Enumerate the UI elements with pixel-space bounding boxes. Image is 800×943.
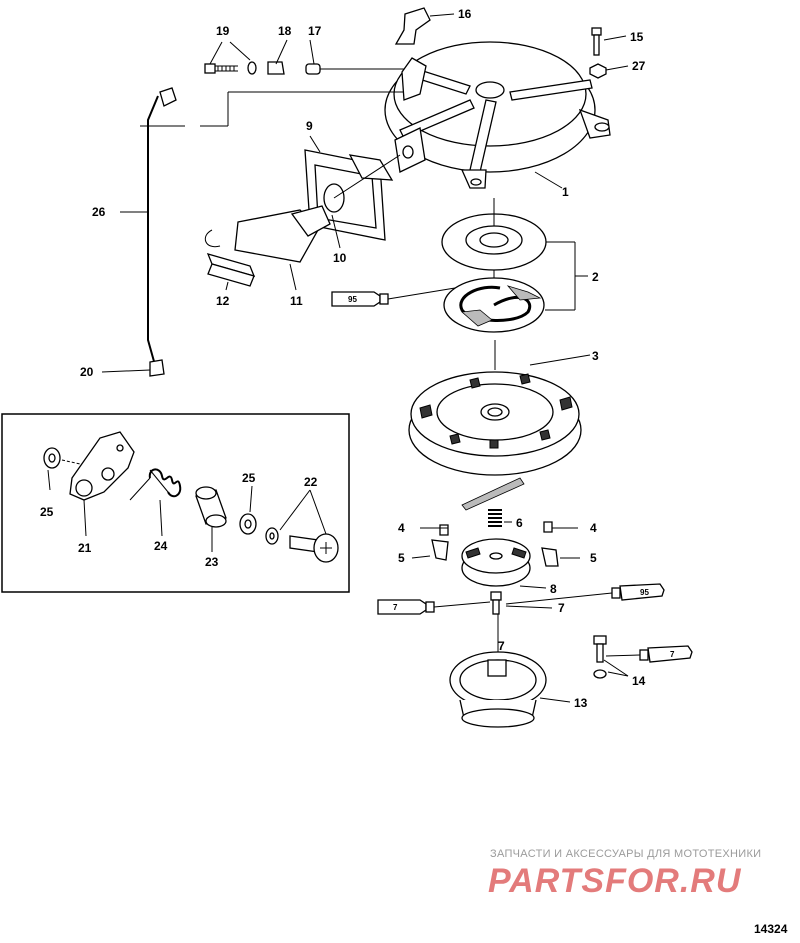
callout-22: 22 [304, 475, 318, 489]
retainer-screw [490, 591, 502, 615]
callout-13: 13 [574, 696, 588, 710]
callout-3: 3 [592, 349, 599, 363]
callout-1: 1 [562, 185, 569, 199]
tube-label: 95 [640, 588, 649, 597]
callout-5-right: 5 [590, 551, 597, 565]
callout-7-tube: 7 [498, 639, 505, 653]
callout-25-right: 25 [242, 471, 256, 485]
bolt-14 [593, 635, 607, 679]
callout-4-right: 4 [590, 521, 597, 535]
callout-23: 23 [205, 555, 219, 569]
callout-5-left: 5 [398, 551, 405, 565]
callout-26: 26 [92, 205, 106, 219]
sleeve-17 [305, 63, 321, 75]
callout-16: 16 [458, 7, 472, 21]
sealant-tube-7-right: 7 [639, 645, 693, 663]
starter-housing [384, 41, 611, 189]
pawl-left [431, 539, 449, 561]
callout-4-left: 4 [398, 521, 405, 535]
link-rod [140, 87, 404, 377]
pawl-spring-right [543, 521, 553, 533]
torsion-spring-24 [129, 468, 182, 501]
handle-insert [206, 253, 256, 287]
starter-cup [449, 651, 547, 728]
washer-25-right [239, 513, 257, 535]
pawl-retainer [461, 538, 531, 587]
tube-label: 95 [348, 295, 357, 304]
lubricant-tube-95-right: 95 [611, 583, 665, 601]
sealant-tube-7-left: 7 [377, 599, 435, 615]
spring-cover [441, 198, 547, 271]
callout-27: 27 [632, 59, 646, 73]
lockout-arm-21 [69, 431, 135, 501]
washer-25-left [43, 447, 61, 469]
drawing-number: 14324 [754, 922, 788, 936]
tube-label: 7 [393, 603, 398, 612]
callout-21: 21 [78, 541, 92, 555]
callout-19: 19 [216, 24, 230, 38]
starter-rope [461, 477, 525, 511]
leader-lines [47, 13, 629, 703]
rope-pulley [408, 371, 582, 476]
callout-25-left: 25 [40, 505, 54, 519]
pawl-spring [488, 509, 502, 527]
washer-18 [247, 61, 285, 75]
starter-handle [204, 205, 331, 263]
callout-labels: 1 2 3 4 4 5 5 6 7 7 8 9 10 11 12 13 14 1… [40, 7, 646, 710]
lockout-lever [394, 7, 431, 45]
tube-label: 7 [670, 650, 675, 659]
callout-11: 11 [290, 294, 303, 308]
callout-2: 2 [592, 270, 599, 284]
watermark-tagline: ЗАПЧАСТИ И АКСЕССУАРЫ ДЛЯ МОТОТЕХНИКИ [490, 848, 762, 860]
callout-24: 24 [154, 539, 168, 553]
callout-17: 17 [308, 24, 322, 38]
bolt-15 [591, 27, 602, 56]
callout-18: 18 [278, 24, 292, 38]
callout-7-screw: 7 [558, 601, 565, 615]
pawl-spring-left [439, 524, 449, 536]
callout-8: 8 [550, 582, 557, 596]
callout-10: 10 [333, 251, 347, 265]
callout-15: 15 [630, 30, 644, 44]
callout-12: 12 [216, 294, 230, 308]
pawl-right [541, 547, 559, 567]
callout-9: 9 [306, 119, 313, 133]
nut-27 [589, 63, 607, 79]
lubricant-tube-95-top: 95 [331, 291, 389, 307]
callout-6: 6 [516, 516, 523, 530]
watermark-logo: PARTSFOR.RU [488, 862, 742, 900]
rewind-spring [443, 277, 545, 333]
bolt-19 [204, 63, 238, 74]
callout-20: 20 [80, 365, 94, 379]
bushing-23 [195, 486, 227, 528]
callout-14: 14 [632, 674, 646, 688]
detail-inset-box [1, 413, 350, 593]
screw-22 [265, 527, 339, 563]
